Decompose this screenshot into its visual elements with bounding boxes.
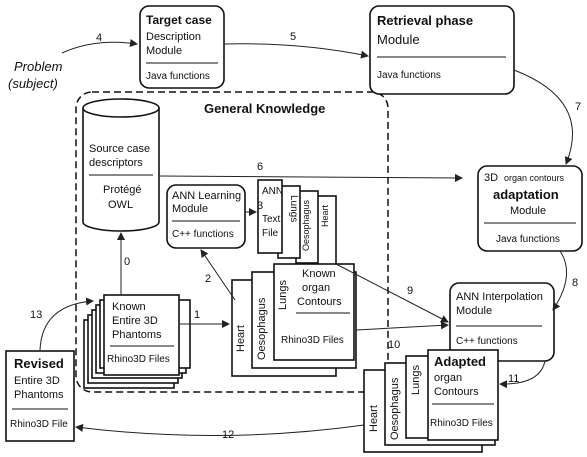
arrow-label-6: 6 <box>257 161 263 173</box>
target-case-java: Java functions <box>146 71 210 82</box>
adapted-heart: Heart <box>368 405 380 432</box>
adaptation-module: Module <box>510 205 546 217</box>
adaptation-organ-contours: organ contours <box>504 173 565 183</box>
arrow-label-5: 5 <box>290 31 296 43</box>
source-case-owl: OWL <box>108 199 133 211</box>
arrow-9 <box>335 263 449 323</box>
arrow-label-12: 12 <box>222 429 234 441</box>
adapted-oesophagus: Oesophagus <box>389 377 401 440</box>
known-phantoms-line3: Phantoms <box>112 329 162 341</box>
ann-interpolation-line2: Module <box>456 305 492 317</box>
ann-learning-line1: ANN Learning <box>172 190 241 202</box>
known-contours-line1: Known <box>302 268 336 280</box>
problem-subject-label: (subject) <box>8 76 58 91</box>
adaptation-3d: 3D <box>484 172 498 184</box>
ann-text-label3: File <box>262 228 279 239</box>
source-case-line1: Source case <box>89 143 150 155</box>
arrow-7 <box>513 69 573 165</box>
retrieval-phase-module: Module <box>377 32 420 47</box>
adapted-rhino: Rhino3D Files <box>430 418 493 429</box>
arrow-label-7: 7 <box>575 101 581 113</box>
revised-rhino: Rhino3D File <box>10 419 68 430</box>
target-case-box: Target case Description Module Java func… <box>139 5 225 89</box>
source-case-protege: Protégé <box>103 184 142 196</box>
adaptation-java: Java functions <box>496 234 560 245</box>
known-contours-oesophagus: Oesophagus <box>256 297 268 360</box>
known-contours-heart: Heart <box>235 325 247 352</box>
arrow-11 <box>499 360 546 389</box>
known-contours-lungs: Lungs <box>277 280 289 310</box>
ann-text-file-stack: ANN Text File Lungs Oesophagus Heart <box>257 179 337 269</box>
ann-learning-cpp: C++ functions <box>172 229 234 240</box>
ann-text-organ-lungs: Lungs <box>288 195 299 222</box>
arrow-10 <box>355 321 449 331</box>
arrow-4 <box>61 39 138 54</box>
target-case-title: Target case <box>146 13 212 27</box>
problem-label: Problem <box>14 59 63 74</box>
arrow-label-4: 4 <box>96 32 102 44</box>
ann-text-label2: Text <box>262 214 281 225</box>
known-phantoms-rhino: Rhino3D Files <box>107 354 170 365</box>
known-contours-line2: organ <box>302 282 330 294</box>
known-contours-rhino: Rhino3D Files <box>281 335 344 346</box>
revised-line1: Entire 3D <box>14 375 60 387</box>
arrow-5 <box>223 43 369 59</box>
arrow-2 <box>200 249 236 301</box>
retrieval-phase-java: Java functions <box>377 70 441 81</box>
arrow-8 <box>552 250 568 311</box>
arrow-label-3: 3 <box>257 200 263 212</box>
adapted-title: Adapted <box>434 354 486 369</box>
ann-text-organ-heart: Heart <box>320 205 330 228</box>
retrieval-phase-title: Retrieval phase <box>377 13 473 28</box>
ann-interpolation-box: ANN Interpolation Module C++ functions <box>449 282 555 362</box>
revised-line2: Phantoms <box>14 389 64 401</box>
adaptation-box: 3D organ contours adaptation Module Java… <box>477 165 583 252</box>
arrow-12 <box>75 423 365 436</box>
retrieval-phase-box: Retrieval phase Module Java functions <box>369 5 515 95</box>
known-contours-line3: Contours <box>297 296 342 308</box>
known-contours-stack: Heart Oesophagus Lungs Known organ Conto… <box>231 263 357 377</box>
adapted-line2: Contours <box>434 386 479 398</box>
known-phantoms-stack: Known Entire 3D Phantoms Rhino3D Files <box>83 294 191 389</box>
revised-box: Revised Entire 3D Phantoms Rhino3D File <box>5 350 75 442</box>
arrow-label-8: 8 <box>572 277 578 289</box>
target-case-description: Description <box>146 31 201 43</box>
ann-text-label1: ANN <box>262 186 283 197</box>
adapted-lungs: Lungs <box>410 365 422 395</box>
ann-interpolation-cpp: C++ functions <box>456 336 518 347</box>
adaptation-title: adaptation <box>493 187 559 202</box>
arrow-label-0: 0 <box>124 256 130 268</box>
arrow-6 <box>159 173 463 182</box>
arrow-label-1: 1 <box>194 309 200 321</box>
adapted-contours-stack: Heart Oesophagus Lungs Adapted organ Con… <box>363 349 499 453</box>
general-knowledge-container <box>75 91 389 393</box>
arrow-label-2: 2 <box>205 273 211 285</box>
known-phantoms-line1: Known <box>112 301 146 313</box>
ann-text-organ-oesophagus: Oesophagus <box>301 200 311 252</box>
revised-title: Revised <box>14 356 64 371</box>
known-phantoms-line2: Entire 3D <box>112 315 158 327</box>
arrow-13 <box>39 297 94 351</box>
source-case-line2: descriptors <box>89 157 143 169</box>
ann-learning-box: ANN Learning Module C++ functions <box>166 184 246 249</box>
adapted-line1: organ <box>434 372 462 384</box>
ann-learning-line2: Module <box>172 203 208 215</box>
ann-interpolation-line1: ANN Interpolation <box>456 291 543 303</box>
target-case-module: Module <box>146 45 182 57</box>
arrow-label-13: 13 <box>30 309 42 321</box>
source-case-database: Source case descriptors Protégé OWL <box>82 98 160 232</box>
arrow-label-11: 11 <box>508 373 519 385</box>
arrow-label-10: 10 <box>388 339 400 351</box>
general-knowledge-title: General Knowledge <box>204 101 325 116</box>
arrow-label-9: 9 <box>407 285 413 297</box>
